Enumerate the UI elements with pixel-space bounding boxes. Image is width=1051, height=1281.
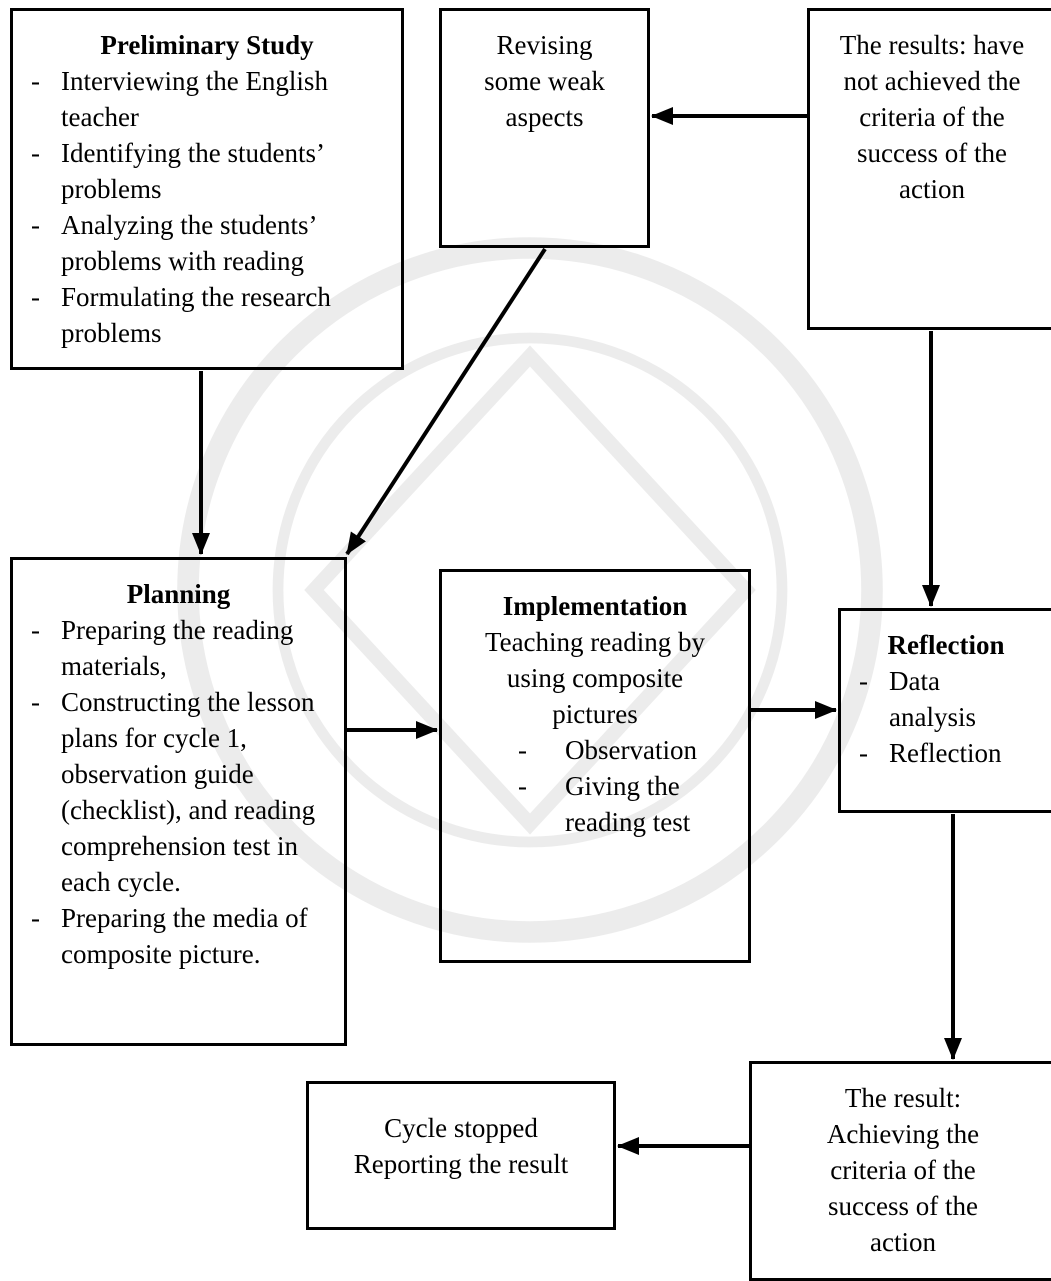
revising-text: Revising some weak aspects	[484, 30, 605, 132]
reflection-list: Data analysis Reflection	[849, 663, 1043, 771]
reflection-title: Reflection	[887, 630, 1005, 660]
list-item: Constructing the lesson plans for cycle …	[21, 684, 336, 900]
reflection-box: Reflection Data analysis Reflection	[838, 608, 1051, 813]
cycle-stopped-line: Cycle stopped	[384, 1113, 538, 1143]
list-item: Interviewing the English teacher	[21, 63, 393, 135]
implementation-text: Teaching reading by using composite pict…	[484, 627, 706, 729]
result-achieved-box: The result: Achieving the criteria of th…	[749, 1061, 1051, 1281]
list-item: Observation	[450, 732, 740, 768]
list-item: Preparing the reading materials,	[21, 612, 336, 684]
implementation-box: Implementation Teaching reading by using…	[439, 569, 751, 963]
list-item: Identifying the students’ problems	[21, 135, 393, 207]
implementation-list: Observation Giving the reading test	[450, 732, 740, 840]
list-item: Reflection	[849, 735, 1043, 771]
preliminary-study-list: Interviewing the English teacher Identif…	[21, 63, 393, 351]
list-item: Analyzing the students’ problems with re…	[21, 207, 393, 279]
results-not-achieved-box: The results: have not achieved the crite…	[807, 8, 1051, 330]
preliminary-study-title: Preliminary Study	[100, 30, 314, 60]
planning-list: Preparing the reading materials, Constru…	[21, 612, 336, 972]
list-item: Data analysis	[849, 663, 1043, 735]
implementation-title: Implementation	[502, 591, 688, 621]
planning-title: Planning	[126, 579, 231, 609]
revising-box: Revising some weak aspects	[439, 8, 650, 248]
reporting-result-line: Reporting the result	[353, 1149, 569, 1179]
preliminary-study-box: Preliminary Study Interviewing the Engli…	[10, 8, 404, 370]
list-item: Giving the reading test	[450, 768, 740, 840]
cycle-stopped-box: Cycle stopped Reporting the result	[306, 1081, 616, 1230]
arrow-revising-to-planning	[345, 247, 547, 556]
result-achieved-text: The result: Achieving the criteria of th…	[826, 1083, 980, 1257]
list-item: Preparing the media of composite picture…	[21, 900, 336, 972]
list-item: Formulating the research problems	[21, 279, 393, 351]
results-not-achieved-text: The results: have not achieved the crite…	[839, 30, 1025, 204]
planning-box: Planning Preparing the reading materials…	[10, 557, 347, 1046]
